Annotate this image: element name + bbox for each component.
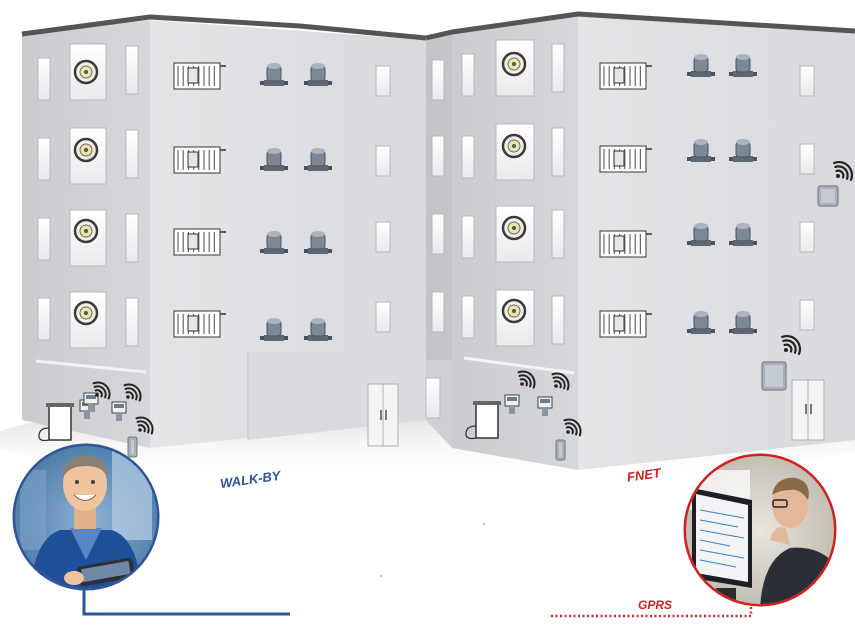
wireless-signal-icon (517, 370, 536, 389)
water-meter-icon (687, 223, 715, 246)
heat-cost-allocator-icon (599, 145, 652, 173)
water-meter-icon (729, 223, 757, 246)
wireless-signal-icon (92, 381, 111, 400)
heat-cost-allocator-icon (173, 146, 226, 174)
wireless-signal-icon (135, 416, 154, 435)
right-building (425, 11, 855, 470)
wireless-signal-icon (781, 334, 802, 355)
water-meter-icon (687, 139, 715, 162)
sub-meter-icon (504, 394, 520, 414)
water-meter-icon (687, 311, 715, 334)
heat-cost-allocator-icon (173, 310, 226, 338)
right-building-side-wall (578, 15, 855, 470)
wireless-signal-icon (563, 418, 582, 437)
gprs-connection-line (551, 602, 753, 618)
heat-cost-allocator-icon (173, 228, 226, 256)
gprs-label: GPRS (638, 598, 672, 612)
meter-icons (38, 51, 854, 461)
left-building-side-wall (150, 20, 426, 448)
walk-by-connection-line (82, 586, 290, 616)
water-meter-icon (260, 231, 288, 254)
wireless-signal-icon (551, 372, 570, 391)
water-meter-icon (729, 139, 757, 162)
water-meter-icon (260, 63, 288, 86)
water-meter-icon (260, 148, 288, 171)
boiler-icon (38, 403, 74, 442)
heat-meter-icon (501, 298, 527, 324)
fnet-label: FNET (626, 465, 663, 485)
wireless-signal-icon (123, 383, 142, 402)
left-building-roof (21, 14, 427, 41)
heat-cost-allocator-icon (173, 62, 226, 90)
boiler-icon (465, 401, 501, 440)
water-meter-icon (304, 148, 332, 171)
technician-avatar (12, 443, 160, 591)
heat-cost-allocator-icon (599, 310, 652, 338)
sub-meter-icon (537, 396, 553, 416)
wireless-signal-icon (833, 160, 854, 181)
sub-meter-icon (111, 401, 127, 421)
water-meter-icon (687, 54, 715, 77)
heat-meter-icon (501, 215, 527, 241)
gateway-icon (127, 436, 138, 458)
heat-meter-icon (73, 300, 99, 326)
operator-avatar (683, 453, 837, 607)
windows (37, 39, 815, 419)
heat-meter-icon (73, 59, 99, 85)
sub-meter-icon (83, 392, 99, 412)
water-meter-icon (729, 54, 757, 77)
door (367, 383, 399, 447)
door (791, 379, 825, 441)
water-meter-icon (304, 63, 332, 86)
left-building (21, 14, 427, 448)
heat-meter-icon (501, 133, 527, 159)
heat-meter-icon (501, 51, 527, 77)
heat-cost-allocator-icon (599, 62, 652, 90)
heat-meter-icon (73, 137, 99, 163)
gateway-icon (817, 185, 839, 207)
water-meter-icon (260, 318, 288, 341)
heat-meter-icon (73, 218, 99, 244)
middle-connector-wall (426, 34, 452, 360)
water-meter-icon (304, 231, 332, 254)
water-meter-icon (729, 311, 757, 334)
heat-cost-allocator-icon (599, 230, 652, 258)
water-meter-icon (304, 318, 332, 341)
right-building-roof (425, 11, 855, 41)
gateway-icon (761, 361, 787, 391)
gateway-icon (555, 439, 566, 461)
